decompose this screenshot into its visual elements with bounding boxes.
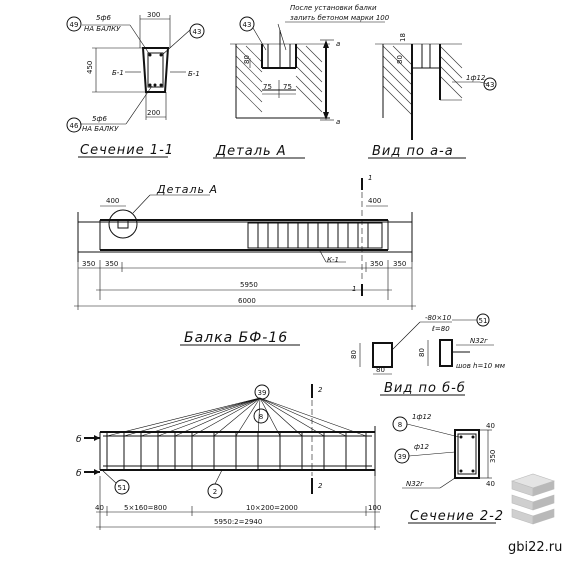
title-beam: Балка БФ-16: [184, 330, 288, 346]
dim-400-right: 400: [368, 197, 381, 205]
view-b-b: 80 80 80 -80×10 ℓ=80 51 N32г шов h=10 мм…: [350, 313, 506, 396]
dim-6000: 6000: [238, 297, 256, 305]
cut-2-bottom: 2: [318, 482, 323, 490]
sec22-dim-40a: 40: [486, 422, 495, 430]
sec22-rebar-side: ф12: [414, 443, 429, 451]
detail-callout-label: Деталь А: [156, 183, 218, 196]
view-bb-plate-size: -80×10: [425, 314, 452, 322]
view-bb-weld-note: шов h=10 мм: [456, 362, 506, 370]
pos-marker-51-plan: [114, 479, 130, 495]
sec22-pos-8: 8: [398, 421, 402, 429]
view-dim-18: 18: [399, 33, 407, 42]
view-rebar: 1ф12: [466, 74, 486, 82]
bottom-rebar: 5ф6: [92, 115, 107, 123]
plan-pos-8: 8: [259, 413, 263, 421]
frame-label-left: Б-1: [112, 69, 124, 77]
dim-350-r2: 350: [393, 260, 406, 268]
dim-75-left: 75: [263, 83, 272, 91]
plan-pos-51: 51: [118, 484, 127, 492]
view-bb-plate-len: ℓ=80: [431, 325, 450, 333]
view-bb-dim-h2: 80: [418, 348, 426, 357]
plan-dim-40: 40: [95, 504, 104, 512]
note-line-2: залить бетоном марки 100: [290, 14, 390, 22]
watermark: gbi22.ru: [508, 473, 562, 555]
plan-dim-seg1: 5×160=800: [124, 504, 167, 512]
plan-pos-2: 2: [213, 488, 217, 496]
detail-a: 43 После установки балки залить бетоном …: [213, 4, 390, 159]
dim-350-r: 350: [370, 260, 383, 268]
height-dim: 450: [86, 61, 94, 74]
pos-marker-39: [254, 384, 270, 400]
sec22-dim-350: 350: [489, 450, 497, 463]
dim-400-left: 400: [106, 197, 119, 205]
sec22-weld: N32г: [406, 480, 424, 488]
sec22-pos-39: 39: [398, 453, 407, 461]
view-dim-80: 80: [396, 55, 404, 64]
pos-marker-view-43: [483, 77, 497, 91]
section-2-2: 350 40 40 8 1ф12 39 ф12 N32г Сечение 2-2: [392, 413, 504, 524]
section-1-1: 49 43 46 5ф6 НА БАЛКУ 5ф6 НА БАЛКУ 300 2…: [66, 11, 205, 158]
section-outline: [141, 47, 170, 93]
dim-350-l2: 350: [105, 260, 118, 268]
pos-marker-46: [66, 117, 82, 133]
pos-46: 46: [70, 122, 79, 130]
dim-350-l: 350: [82, 260, 95, 268]
view-bb-plate: [372, 342, 393, 368]
top-rebar-note: НА БАЛКУ: [84, 25, 121, 33]
view-bb-dim-80: 80: [376, 366, 385, 374]
top-rebar: 5ф6: [96, 14, 111, 22]
plan-dim-seg2: 10×200=2000: [246, 504, 298, 512]
view-a-a: 43 1ф12 80 18 Вид по а-а: [368, 33, 497, 159]
bottom-rebar-note: НА БАЛКУ: [82, 125, 119, 133]
plan-pos-39: 39: [258, 389, 267, 397]
title-section-2-2: Сечение 2-2: [410, 509, 504, 524]
dim-5950: 5950: [240, 281, 258, 289]
plan-beam: 39 8 2 51 2 2 б б 40 5×160=800 10×200=20…: [76, 384, 381, 530]
view-bb-weld: N32г: [470, 337, 488, 345]
pos-marker-49: [66, 16, 82, 32]
arrow-a-bottom: а: [336, 118, 340, 126]
cut-b-top: б: [76, 435, 82, 445]
sec22-rebar-top: 1ф12: [412, 413, 432, 421]
frame-label: К-1: [327, 256, 339, 264]
view-bb-pos: 51: [479, 317, 488, 325]
plan-dim-total: 5950:2=2940: [214, 518, 262, 526]
cut-2-top: 2: [318, 386, 323, 394]
section-stirrup: [147, 52, 164, 88]
title-view-a-a: Вид по а-а: [372, 144, 454, 159]
watermark-site: gbi22.ru: [508, 540, 562, 555]
note-line-1: После установки балки: [290, 4, 377, 12]
section-2-2-outline: [454, 429, 480, 479]
pos-43: 43: [193, 28, 202, 36]
dim-80: 80: [243, 55, 251, 64]
frame-label-right: Б-1: [188, 70, 200, 78]
sec22-dim-40b: 40: [486, 480, 495, 488]
detail-a-callout: [108, 209, 138, 239]
width-bottom: 200: [147, 109, 160, 117]
title-view-b-b: Вид по б-б: [384, 381, 466, 396]
pos-49: 49: [70, 21, 79, 29]
pos-marker-8: [253, 408, 269, 424]
pos-marker-43: [189, 23, 205, 39]
view-pos: 43: [486, 81, 495, 89]
title-detail-a: Деталь А: [215, 144, 287, 159]
width-top: 300: [147, 11, 160, 19]
arrow-a-top: а: [336, 40, 340, 48]
plan-dim-100: 100: [368, 504, 381, 512]
beam-elevation: К-1 Деталь А 1 1 400 400 350 350 350 350…: [74, 174, 416, 310]
title-section-1-1: Сечение 1-1: [80, 143, 174, 158]
cut-label-top: 1: [368, 174, 372, 182]
dim-75-right: 75: [283, 83, 292, 91]
cut-b-bottom: б: [76, 469, 82, 479]
detail-pos: 43: [243, 21, 252, 29]
rebar-cage: [247, 222, 383, 249]
cut-label-bottom: 1: [352, 285, 356, 293]
view-bb-dim-h: 80: [350, 350, 358, 359]
pos-marker-detail-43: [239, 16, 255, 32]
